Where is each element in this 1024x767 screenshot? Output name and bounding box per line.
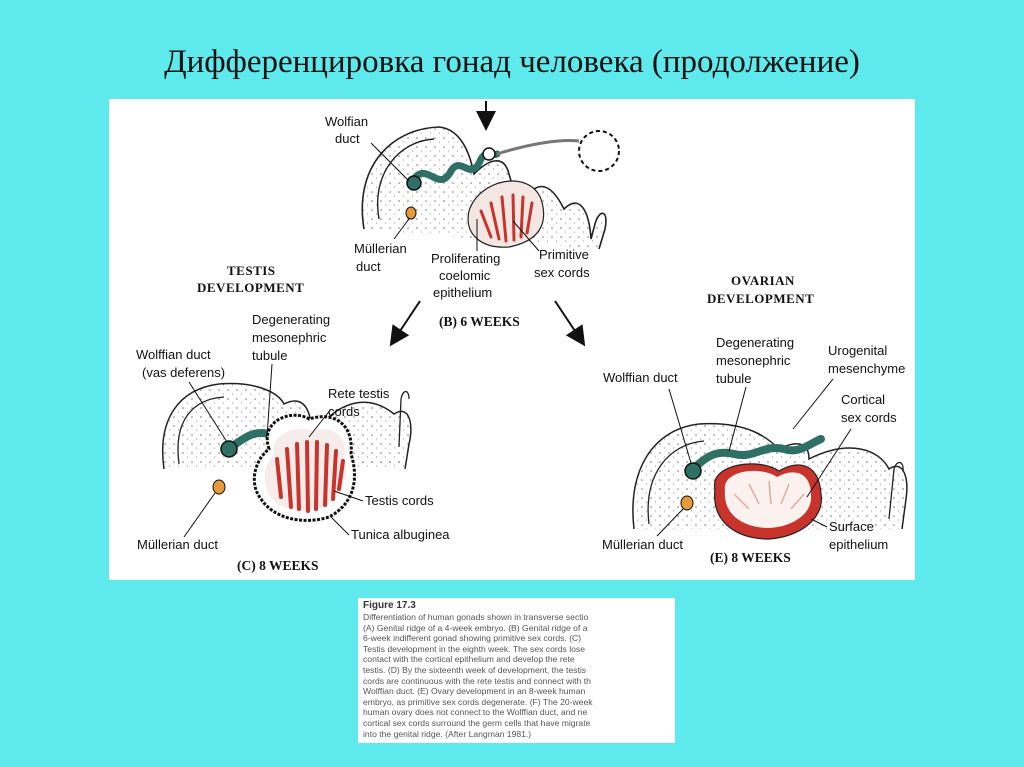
caption-line: cortical sex cords surround the germ cel… xyxy=(363,717,591,728)
c-mullerian-label: Müllerian duct xyxy=(137,537,218,552)
e-cortical-label-2: sex cords xyxy=(841,410,897,425)
caption-title: Figure 17.3 xyxy=(363,600,416,611)
e-stage-label: (E) 8 WEEKS xyxy=(710,550,791,565)
gonad-differentiation-figure: Wolfian duct Müllerian duct Proliferatin… xyxy=(109,99,915,580)
caption-line: 6-week indifferent gonad showing primiti… xyxy=(363,633,582,644)
b-body-outline xyxy=(361,126,607,250)
c-wolffian-duct-lumen xyxy=(220,440,238,458)
b-mullerian-label-2: duct xyxy=(356,259,381,274)
e-degenerating-label-3: tubule xyxy=(716,371,751,386)
c-mullerian-duct xyxy=(212,479,226,495)
e-cortical-sex-cords xyxy=(724,470,812,528)
figure-caption: Figure 17.3 Differentiation of human gon… xyxy=(358,598,675,743)
e-surface-label-2: epithelium xyxy=(829,537,888,552)
c-rete-label-1: Rete testis xyxy=(328,386,390,401)
b-mullerian-label-1: Müllerian xyxy=(354,241,407,256)
c-stage-label: (C) 8 WEEKS xyxy=(237,558,319,573)
b-proliferating-label-2: coelomic xyxy=(439,268,491,283)
c-wolffian-label-2: (vas deferens) xyxy=(142,365,225,380)
caption-line: human ovary does not connect to the Wolf… xyxy=(363,707,588,718)
slide-title: Дифференцировка гонад человека (продолже… xyxy=(164,44,860,80)
e-degenerating-label-2: mesonephric xyxy=(716,353,791,368)
caption-line: contact with the cortical epithelium and… xyxy=(363,654,575,665)
c-degenerating-label-3: tubule xyxy=(252,348,287,363)
e-mesonephric-tubule xyxy=(687,435,825,475)
e-degenerating-label-1: Degenerating xyxy=(716,335,794,350)
b-proliferating-label-3: epithelium xyxy=(433,285,492,300)
caption-line: Testis development in the eighth week. T… xyxy=(363,643,585,654)
arrow-to-testis xyxy=(389,300,421,347)
e-cortical-label-1: Cortical xyxy=(841,392,885,407)
ovary-header-1: OVARIAN xyxy=(731,273,795,288)
b-wolffian-label-1: Wolfian xyxy=(325,114,368,129)
c-rete-label-2: cords xyxy=(328,404,360,419)
arrow-to-ovary xyxy=(554,300,586,347)
e-urogenital-label-1: Urogenital xyxy=(828,343,887,358)
b-proliferating-label-1: Proliferating xyxy=(431,251,500,266)
c-degenerating-label-2: mesonephric xyxy=(252,330,327,345)
caption-line: Differentiation of human gonads shown in… xyxy=(363,612,589,622)
b-stage-label: (B) 6 WEEKS xyxy=(439,314,520,329)
e-mullerian-duct xyxy=(680,495,694,511)
e-urogenital-label-2: mesenchyme xyxy=(828,361,905,376)
b-primitive-label-2: sex cords xyxy=(534,265,590,280)
panel-c-testis: TESTIS DEVELOPMENT Degenerating xyxy=(136,263,450,573)
testis-header-1: TESTIS xyxy=(227,263,276,278)
c-tunica-label: Tunica albuginea xyxy=(351,527,450,542)
ovary-header-2: DEVELOPMENT xyxy=(707,291,814,306)
b-wolffian-duct-lumen xyxy=(406,175,422,191)
caption-line: testis. (D) By the sixteenth week of dev… xyxy=(363,664,587,675)
e-surface-label-1: Surface xyxy=(829,519,874,534)
caption-line: cords are continuous with the rete testi… xyxy=(363,675,591,686)
caption-line: into the genital ridge. (After Langman 1… xyxy=(363,728,532,739)
e-wolffian-label: Wolffian duct xyxy=(603,370,678,385)
e-wolffian-duct-lumen xyxy=(684,462,702,480)
b-mullerian-duct xyxy=(405,206,417,220)
c-wolffian-label-1: Wolffian duct xyxy=(136,347,211,362)
c-testis-cords-label: Testis cords xyxy=(365,493,434,508)
caption-line: embryo, as primitive sex cords degenerat… xyxy=(363,696,593,707)
figure-drawing: Wolfian duct Müllerian duct Proliferatin… xyxy=(136,101,908,573)
b-primitive-label-1: Primitive xyxy=(539,247,589,262)
e-mullerian-label: Müllerian duct xyxy=(602,537,683,552)
panel-b-6-weeks: Wolfian duct Müllerian duct Proliferatin… xyxy=(325,101,620,329)
c-testis-cords xyxy=(275,440,345,513)
testis-header-2: DEVELOPMENT xyxy=(197,280,304,295)
panel-e-ovary: OVARIAN DEVELOPMENT Degenerating mesonep… xyxy=(602,273,908,565)
caption-line: (A) Genital ridge of a 4-week embryo. (B… xyxy=(363,622,588,633)
c-degenerating-label-1: Degenerating xyxy=(252,312,330,327)
b-wolffian-label-2: duct xyxy=(335,131,360,146)
b-glomerulus xyxy=(578,130,620,172)
caption-line: Wolffian duct. (E) Ovary development in … xyxy=(363,686,586,697)
